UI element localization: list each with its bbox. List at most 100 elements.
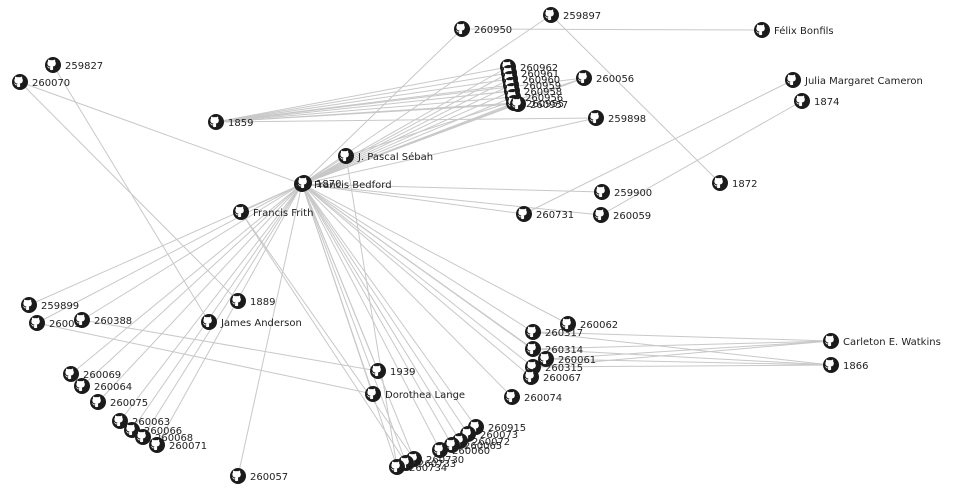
graph-node[interactable]: 260959 bbox=[503, 77, 561, 93]
node-label: J. Pascal Sébah bbox=[357, 151, 433, 163]
edge-n21-n7 bbox=[301, 72, 510, 185]
edge-n21-n51 bbox=[301, 183, 469, 435]
graph-node[interactable]: 260314 bbox=[525, 341, 583, 357]
node-label: 260957 bbox=[530, 100, 568, 111]
graph-node[interactable]: 260060 bbox=[432, 442, 490, 458]
github-octocat-icon bbox=[454, 21, 470, 37]
edge-n21-n8 bbox=[301, 78, 511, 185]
graph-node[interactable]: 260063 bbox=[112, 413, 170, 429]
graph-node[interactable]: 260958 bbox=[504, 83, 562, 99]
graph-node[interactable]: 260950 bbox=[454, 21, 512, 37]
graph-node[interactable]: 260057 bbox=[230, 468, 288, 484]
graph-node[interactable]: 260071 bbox=[149, 437, 207, 453]
graph-node[interactable]: 260072 bbox=[452, 433, 510, 449]
graph-node[interactable]: Dorothea Lange bbox=[365, 386, 465, 402]
github-octocat-icon bbox=[543, 7, 559, 23]
edge-n21-n48 bbox=[142, 183, 303, 438]
node-label: 259898 bbox=[608, 114, 646, 125]
graph-node[interactable]: 260960 bbox=[502, 71, 560, 87]
graph-node[interactable]: 260961 bbox=[501, 65, 559, 81]
github-octocat-icon bbox=[794, 93, 810, 109]
graph-node[interactable]: 260058 bbox=[29, 315, 87, 331]
graph-node[interactable]: 260955 bbox=[506, 95, 564, 111]
node-label: 260315 bbox=[545, 363, 583, 374]
graph-node[interactable]: J. Pascal Sébah bbox=[338, 148, 433, 164]
graph-node[interactable]: Carleton E. Watkins bbox=[823, 333, 941, 349]
node-label: 259899 bbox=[41, 301, 79, 312]
node-label: 260057 bbox=[250, 472, 288, 483]
github-octocat-icon bbox=[365, 386, 381, 402]
graph-node[interactable]: 260068 bbox=[135, 429, 193, 445]
graph-node[interactable]: 260074 bbox=[504, 389, 562, 405]
graph-node[interactable]: 260067 bbox=[523, 369, 581, 385]
github-octocat-icon bbox=[21, 297, 37, 313]
edge-n21-n32 bbox=[301, 183, 569, 325]
graph-node[interactable]: 259827 bbox=[45, 57, 103, 73]
node-label: 260956 bbox=[525, 93, 563, 104]
graph-node[interactable]: 259897 bbox=[543, 7, 601, 23]
graph-node[interactable]: 259898 bbox=[588, 110, 646, 126]
graph-node[interactable]: 260056 bbox=[576, 70, 634, 86]
edge-n21-n39 bbox=[301, 183, 532, 378]
graph-node[interactable]: 260066 bbox=[124, 422, 182, 438]
graph-node[interactable]: Julia Margaret Cameron bbox=[785, 72, 923, 88]
graph-node[interactable]: 260734 bbox=[389, 459, 447, 475]
graph-node[interactable]: 260065 bbox=[444, 437, 502, 453]
graph-node[interactable]: 260061 bbox=[538, 351, 596, 367]
graph-node[interactable]: Francis Bedford bbox=[294, 176, 392, 192]
graph-node[interactable]: 1872 bbox=[712, 175, 757, 191]
edge-n38-n33 bbox=[532, 331, 832, 366]
node-label: 260070 bbox=[32, 78, 70, 89]
edge-n21-n11 bbox=[301, 96, 514, 185]
github-octocat-icon bbox=[90, 394, 106, 410]
graph-node[interactable]: 260075 bbox=[90, 394, 148, 410]
graph-node[interactable]: 260956 bbox=[505, 89, 563, 105]
graph-node[interactable]: 260733 bbox=[398, 455, 456, 471]
graph-node[interactable]: 260915 bbox=[468, 419, 526, 435]
graph-node[interactable]: 260073 bbox=[460, 426, 518, 442]
graph-node[interactable]: 1874 bbox=[794, 93, 839, 109]
graph-node[interactable]: 260388 bbox=[74, 312, 132, 328]
github-octocat-icon bbox=[149, 437, 165, 453]
graph-node[interactable]: 1870 bbox=[296, 175, 341, 191]
edge-n17-n11 bbox=[215, 96, 514, 123]
node-label: 260066 bbox=[144, 426, 182, 437]
github-octocat-icon bbox=[338, 148, 354, 164]
graph-node[interactable]: 260062 bbox=[560, 316, 618, 332]
graph-node[interactable]: 259900 bbox=[594, 184, 652, 200]
node-label: Francis Bedford bbox=[314, 180, 392, 191]
graph-node[interactable]: 260315 bbox=[525, 359, 583, 375]
graph-node[interactable]: 1889 bbox=[230, 293, 275, 309]
edge-n34-n35 bbox=[532, 340, 832, 350]
edge-n21-n36 bbox=[301, 183, 547, 360]
graph-node[interactable]: 1866 bbox=[823, 357, 868, 373]
node-label: 260961 bbox=[521, 69, 559, 80]
graph-node[interactable]: 1939 bbox=[370, 363, 415, 379]
graph-node[interactable]: 260059 bbox=[593, 207, 651, 223]
graph-node[interactable]: 260730 bbox=[406, 451, 464, 467]
graph-node[interactable]: 260962 bbox=[500, 59, 558, 75]
graph-node[interactable]: Félix Bonfils bbox=[754, 22, 834, 38]
edge-n19-n57 bbox=[345, 155, 398, 468]
graph-node[interactable]: 260069 bbox=[63, 366, 121, 382]
github-octocat-icon bbox=[516, 206, 532, 222]
edge-n24-n55 bbox=[240, 211, 415, 460]
node-label: 260074 bbox=[524, 393, 562, 404]
graph-node[interactable]: 260070 bbox=[12, 74, 70, 90]
graph-node[interactable]: 260731 bbox=[516, 206, 574, 222]
graph-node[interactable]: James Anderson bbox=[201, 314, 302, 330]
graph-node[interactable]: 260957 bbox=[510, 96, 568, 112]
edge-n21-n14 bbox=[301, 77, 585, 185]
edge-n21-n18 bbox=[301, 117, 597, 185]
edge-n21-n53 bbox=[301, 183, 453, 446]
graph-node[interactable]: 260317 bbox=[525, 324, 583, 340]
github-octocat-icon bbox=[201, 314, 217, 330]
node-label: 260075 bbox=[110, 398, 148, 409]
edge-n34-n36 bbox=[545, 340, 832, 360]
graph-node[interactable]: 259899 bbox=[21, 297, 79, 313]
graph-node[interactable]: 1859 bbox=[208, 114, 253, 130]
node-label: Félix Bonfils bbox=[774, 25, 834, 37]
graph-node[interactable]: 260064 bbox=[74, 378, 132, 394]
edge-n21-n58 bbox=[237, 183, 303, 477]
graph-node[interactable]: Francis Frith bbox=[233, 204, 313, 220]
